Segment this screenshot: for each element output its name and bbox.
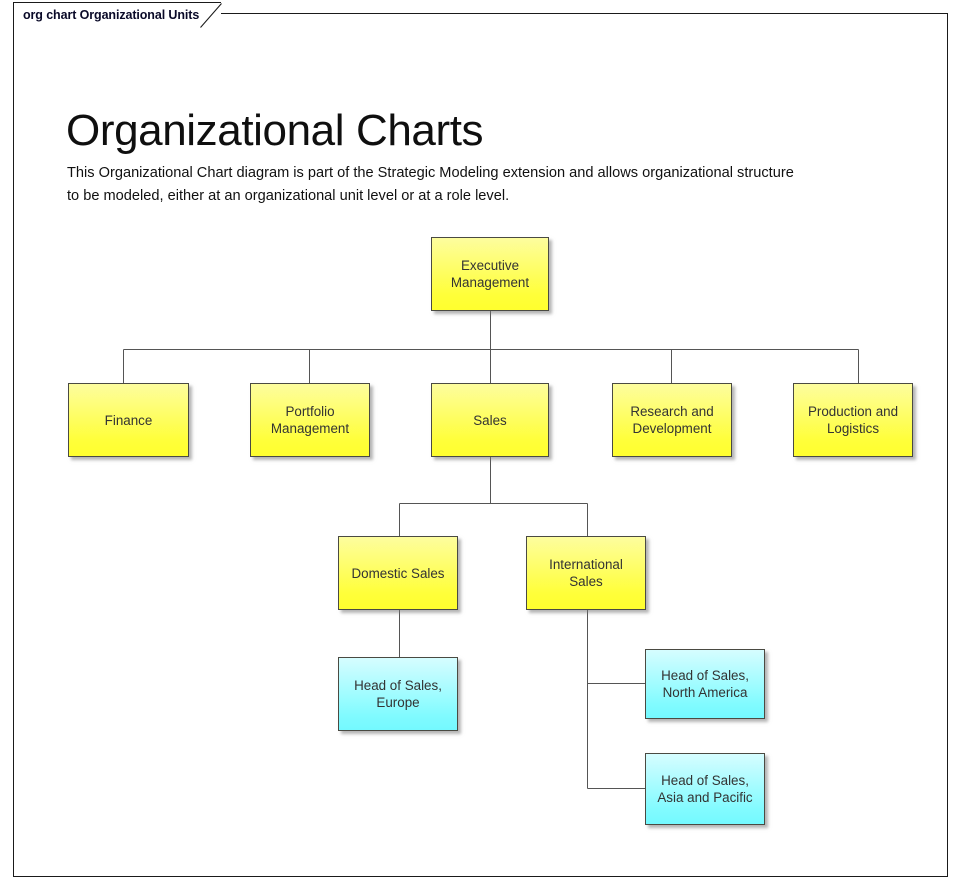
org-node-head-of-sales-north-america[interactable]: Head of Sales, North America — [645, 649, 765, 719]
org-node-sales[interactable]: Sales — [431, 383, 549, 457]
org-node-label: Finance — [104, 412, 153, 428]
org-node-production-and-logistics[interactable]: Production and Logistics — [793, 383, 913, 457]
diagram-tab-body[interactable]: org chart Organizational Units — [13, 2, 223, 28]
org-node-finance[interactable]: Finance — [68, 383, 189, 457]
diagram-tab[interactable]: org chart Organizational Units — [13, 2, 223, 28]
org-chart-canvas: Executive Management Finance Portfolio M… — [14, 14, 949, 878]
page-description: This Organizational Chart diagram is par… — [67, 164, 794, 204]
org-node-label: Domestic Sales — [351, 565, 445, 581]
org-node-label: Production and Logistics — [807, 404, 899, 436]
org-node-head-of-sales-europe[interactable]: Head of Sales, Europe — [338, 657, 458, 731]
org-node-research-and-development[interactable]: Research and Development — [612, 383, 732, 457]
org-node-domestic-sales[interactable]: Domestic Sales — [338, 536, 458, 610]
org-node-label: International Sales — [549, 557, 623, 589]
org-node-label: Head of Sales, North America — [661, 668, 749, 700]
page-title: Organizational Charts — [66, 106, 484, 156]
org-node-label: Sales — [473, 412, 507, 428]
diagram-frame: Executive Management Finance Portfolio M… — [13, 13, 948, 877]
org-node-head-of-sales-asia-and-pacific[interactable]: Head of Sales, Asia and Pacific — [645, 753, 765, 825]
connector-layer — [122, 311, 860, 790]
tab-slant-edge — [200, 3, 223, 28]
org-node-international-sales[interactable]: International Sales — [526, 536, 646, 610]
org-node-label: Head of Sales, Asia and Pacific — [657, 773, 753, 805]
org-node-portfolio-management[interactable]: Portfolio Management — [250, 383, 370, 457]
org-node-label: Head of Sales, Europe — [354, 678, 442, 710]
org-node-executive-management[interactable]: Executive Management — [431, 237, 549, 311]
diagram-tab-label: org chart Organizational Units — [23, 7, 200, 22]
org-node-label: Research and Development — [630, 404, 714, 436]
org-node-label: Portfolio Management — [270, 404, 350, 436]
org-node-label: Executive Management — [450, 258, 530, 290]
